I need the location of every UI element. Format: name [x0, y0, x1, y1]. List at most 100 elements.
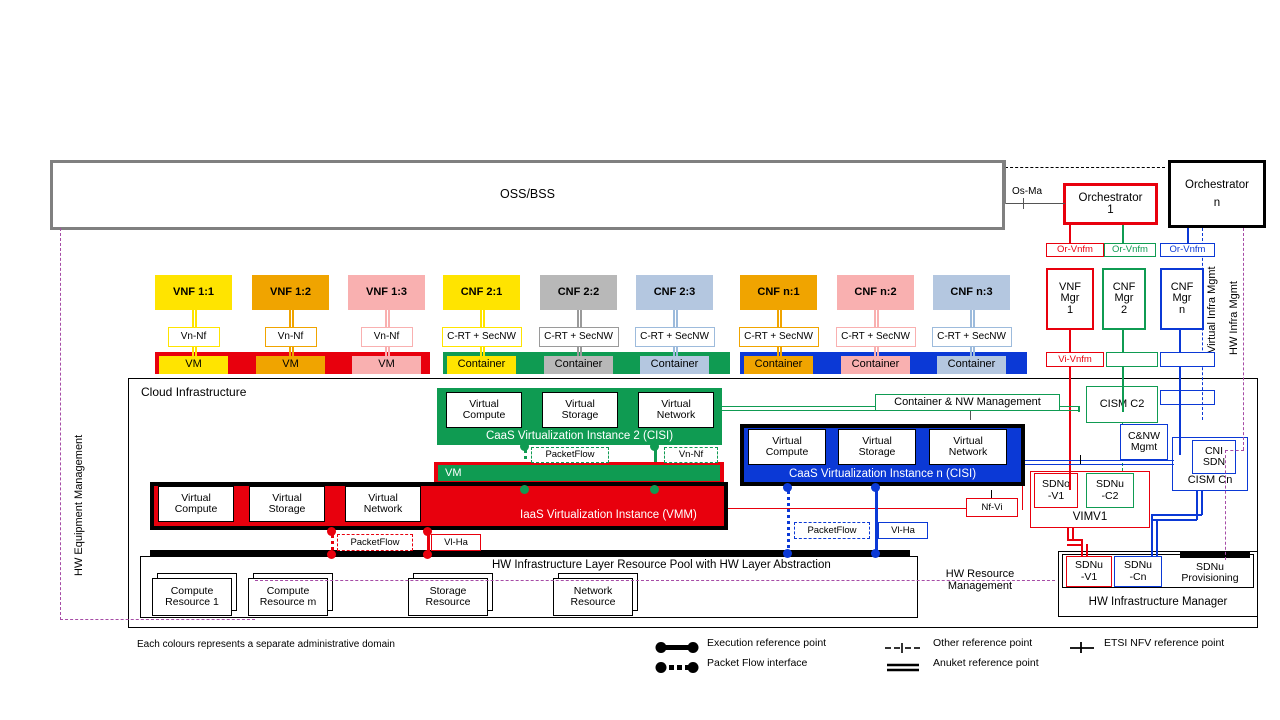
- vi-vnfm-chip-1[interactable]: Vi-Vnfm: [1046, 352, 1104, 367]
- function-unit[interactable]: Container: [841, 356, 910, 374]
- cnf-mgr-2-box[interactable]: CNF Mgr 2: [1102, 268, 1146, 330]
- function-unit-label: Container: [650, 358, 699, 371]
- legend-label-etsi: ETSI NFV reference point: [1104, 637, 1225, 649]
- function-reference-point[interactable]: Vn-Nf: [167, 327, 220, 347]
- sdnu-v1-box[interactable]: SDNu -V1: [1066, 556, 1112, 587]
- function-unit-label: VM: [282, 358, 299, 371]
- function-unit[interactable]: Container: [937, 356, 1006, 374]
- function-box[interactable]: CNF 2:3: [636, 275, 713, 310]
- caas2-virtual-compute[interactable]: Virtual Compute: [446, 392, 522, 428]
- function-unit-label: Container: [457, 358, 506, 371]
- iaas-virtual-compute[interactable]: Virtual Compute: [158, 486, 234, 522]
- anuket-blue-line-2: [1022, 464, 1174, 465]
- hw-infra-mgmt-boundary-3: [1225, 450, 1226, 560]
- cnw-mgmt-box[interactable]: C&NW Mgmt: [1120, 424, 1168, 460]
- function-reference-point-label: Vn-Nf: [180, 330, 207, 342]
- or-vnfm-chip-1[interactable]: Or-Vnfm: [1046, 243, 1104, 257]
- orchestrator-n-box[interactable]: Orchestrator n: [1168, 160, 1266, 228]
- function-reference-point-label: Vn-Nf: [373, 330, 400, 342]
- function-reference-point[interactable]: C-RT + SecNW: [835, 327, 916, 347]
- vi-vnfm-chip-2[interactable]: [1106, 352, 1158, 367]
- iaas-box[interactable]: [150, 482, 728, 530]
- container-nw-management-box[interactable]: Container & NW Management: [875, 394, 1060, 411]
- legend-item-other: Other reference point: [885, 636, 1085, 654]
- caasn-virtual-compute[interactable]: Virtual Compute: [748, 429, 826, 465]
- function-unit[interactable]: Container: [744, 356, 813, 374]
- caas2-vnnf-dot-bottom: [650, 485, 659, 494]
- iaas-title: IaaS Virtualization Instance (VMM): [520, 509, 697, 521]
- sdnu-cn-box[interactable]: SDNu -Cn: [1114, 556, 1162, 587]
- or-vnfm-line-red: [1069, 225, 1071, 249]
- iaas-vlha-chip[interactable]: Vl-Ha: [431, 534, 481, 551]
- function-unit-label: Container: [851, 358, 900, 371]
- orchestrator-1-index: 1: [1107, 204, 1114, 216]
- iaas-vlha-line: [427, 530, 430, 556]
- caasn-virtual-storage[interactable]: Virtual Storage: [838, 429, 916, 465]
- function-unit[interactable]: Container: [640, 356, 709, 374]
- iaas-packetflow-dot-top: [327, 527, 336, 536]
- orchestrator-1-label: Orchestrator: [1078, 191, 1143, 204]
- nf-vi-chip[interactable]: Nf-Vi: [966, 498, 1018, 517]
- other-reference-icon: [885, 640, 925, 653]
- iaas-packetflow-dot-bottom: [327, 550, 336, 559]
- iaas-virtual-network[interactable]: Virtual Network: [345, 486, 421, 522]
- function-unit[interactable]: Container: [544, 356, 613, 374]
- function-reference-point[interactable]: Vn-Nf: [264, 327, 317, 347]
- function-unit[interactable]: VM: [352, 356, 421, 374]
- vi-vnfm-chip-3[interactable]: [1160, 352, 1215, 367]
- vim-to-hwmgr-red-5: [1081, 539, 1083, 557]
- vim-to-hwmgr-red-3: [1067, 539, 1083, 541]
- oss-bss-box[interactable]: OSS/BSS: [50, 160, 1005, 230]
- function-unit[interactable]: Container: [447, 356, 516, 374]
- function-box[interactable]: VNF 1:2: [252, 275, 329, 310]
- orchestrator-1-box[interactable]: Orchestrator 1: [1063, 183, 1158, 225]
- iaas-packetflow-chip[interactable]: PacketFlow: [337, 534, 413, 551]
- hw-equipment-mgmt-boundary-bottom: [60, 619, 255, 620]
- caas2-packetflow-chip[interactable]: PacketFlow: [531, 447, 609, 463]
- function-unit[interactable]: VM: [159, 356, 228, 374]
- hw-resource-mgmt-label: HW Resource Management: [945, 568, 1015, 592]
- function-reference-point[interactable]: Vn-Nf: [360, 327, 413, 347]
- function-reference-point[interactable]: C-RT + SecNW: [538, 327, 619, 347]
- function-box[interactable]: VNF 1:1: [155, 275, 232, 310]
- function-reference-point[interactable]: C-RT + SecNW: [634, 327, 715, 347]
- function-box[interactable]: VNF 1:3: [348, 275, 425, 310]
- function-reference-point[interactable]: C-RT + SecNW: [931, 327, 1012, 347]
- function-label: CNF 2:2: [557, 285, 600, 298]
- sdnu-c2-box[interactable]: SDNu -C2: [1086, 473, 1134, 508]
- caas2-vnnf-chip[interactable]: Vn-Nf: [664, 447, 718, 463]
- caas2-virtual-network[interactable]: Virtual Network: [638, 392, 714, 428]
- caas2-virtual-storage[interactable]: Virtual Storage: [542, 392, 618, 428]
- vim-to-hwmgr-red-4: [1067, 544, 1083, 546]
- function-box[interactable]: CNF 2:1: [443, 275, 520, 310]
- function-reference-point[interactable]: C-RT + SecNW: [738, 327, 819, 347]
- function-unit[interactable]: VM: [256, 356, 325, 374]
- hw-infrastructure-manager-label: HW Infrastructure Manager: [1088, 595, 1228, 608]
- orchestrator-n-label: Orchestrator: [1185, 178, 1249, 191]
- function-box[interactable]: CNF n:2: [837, 275, 914, 310]
- nf-vi-tick: [991, 490, 992, 499]
- vnf-mgr-1-box[interactable]: VNF Mgr 1: [1046, 268, 1094, 330]
- function-box[interactable]: CNF n:1: [740, 275, 817, 310]
- function-box[interactable]: CNF n:3: [933, 275, 1010, 310]
- caasn-packetflow-chip[interactable]: PacketFlow: [794, 522, 870, 539]
- caasn-vlha-chip[interactable]: Vl-Ha: [878, 522, 928, 539]
- cnf-mgr-n-box[interactable]: CNF Mgr n: [1160, 268, 1204, 330]
- hw-resource-line1: Storage: [429, 584, 467, 597]
- iaas-virtual-storage[interactable]: Virtual Storage: [249, 486, 325, 522]
- function-label: CNF n:3: [950, 285, 993, 298]
- sdno-v1-box[interactable]: SDNo -V1: [1034, 473, 1078, 508]
- caasn-virtual-network[interactable]: Virtual Network: [929, 429, 1007, 465]
- function-reference-point[interactable]: C-RT + SecNW: [441, 327, 522, 347]
- function-box[interactable]: CNF 2:2: [540, 275, 617, 310]
- cni-sdn-box[interactable]: CNI SDN: [1192, 440, 1236, 474]
- cismcn-to-hwmgr-blue-1: [1196, 491, 1198, 520]
- or-vnfm-chip-3[interactable]: Or-Vnfm: [1160, 243, 1215, 257]
- or-vnfm-chip-2[interactable]: Or-Vnfm: [1104, 243, 1156, 257]
- vim-to-hwmgr-red-6: [1086, 544, 1088, 557]
- container-nw-to-cism-line: [1078, 406, 1080, 412]
